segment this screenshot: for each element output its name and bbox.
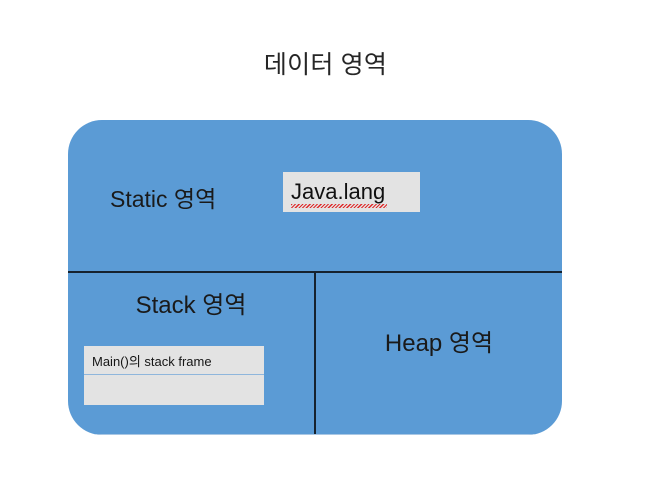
static-area-label: Static 영역 xyxy=(110,186,217,212)
memory-area-box: Static 영역 Java.lang Stack 영역 Main()의 sta… xyxy=(68,120,562,435)
stack-frame-cell-main: Main()의 stack frame xyxy=(84,346,264,375)
table-row: Main()의 stack frame xyxy=(84,346,264,375)
stack-frame-table: Main()의 stack frame xyxy=(84,346,264,405)
table-row xyxy=(84,374,264,405)
stack-area-label: Stack 영역 xyxy=(135,292,247,319)
stack-heap-divider xyxy=(314,273,316,435)
javalang-label: Java.lang xyxy=(291,179,388,208)
box-bottom-edge xyxy=(90,434,540,435)
javalang-box: Java.lang xyxy=(283,172,420,212)
page-title: 데이터 영역 xyxy=(263,51,388,79)
static-stack-divider xyxy=(68,271,562,273)
heap-area-label: Heap 영역 xyxy=(384,330,494,357)
stack-frame-cell-empty xyxy=(84,374,264,405)
